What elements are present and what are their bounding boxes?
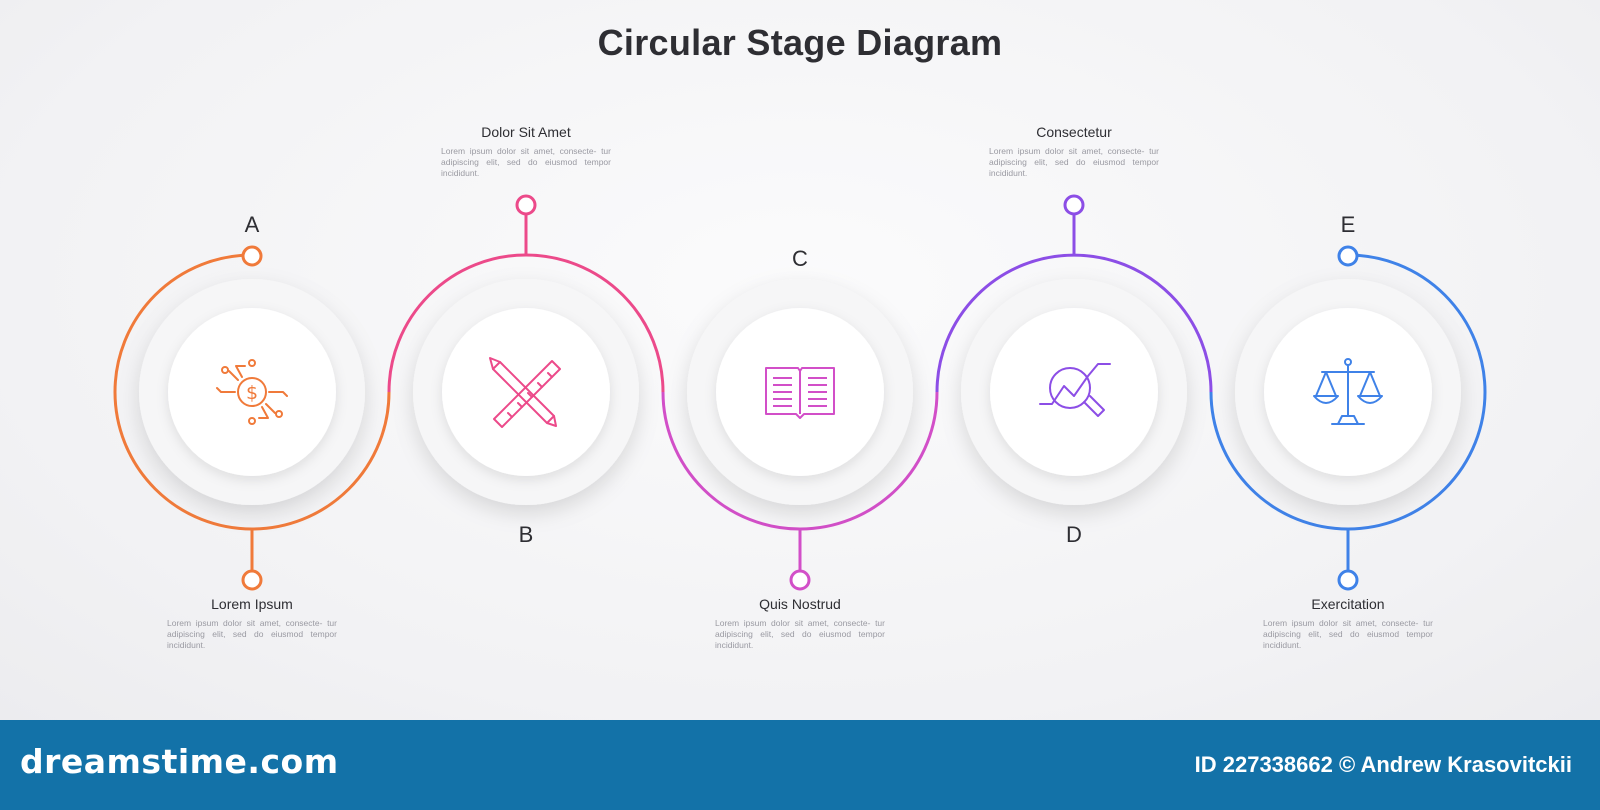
arc-b <box>387 253 665 393</box>
caption-text: Lorem ipsum dolor sit amet, consecte- tu… <box>441 146 611 178</box>
caption-title: Quis Nostrud <box>759 596 841 612</box>
footer-brand-logo: dreamstime.com <box>20 742 339 781</box>
caption-text: Lorem ipsum dolor sit amet, consecte- tu… <box>167 618 337 650</box>
dollar-coin-icon: $ <box>216 359 288 425</box>
open-book-icon <box>765 367 835 419</box>
stage-circle-d <box>961 279 1187 505</box>
diagram-canvas: Circular Stage Diagram <box>0 0 1600 720</box>
stage-circle-b <box>413 279 639 505</box>
caption-text: Lorem ipsum dolor sit amet, consecte- tu… <box>1263 618 1433 650</box>
page-title: Circular Stage Diagram <box>597 22 1003 63</box>
balance-scale-icon <box>1313 358 1383 425</box>
arc-d <box>935 253 1213 393</box>
caption-text: Lorem ipsum dolor sit amet, consecte- tu… <box>715 618 885 650</box>
caption-text: Lorem ipsum dolor sit amet, consecte- tu… <box>989 146 1159 178</box>
arc-e <box>1209 253 1487 531</box>
stage-diagram: $ <box>113 194 1487 591</box>
stage-letter-a: A <box>244 212 260 237</box>
caption-b: Dolor Sit Amet Lorem ipsum dolor sit ame… <box>441 124 611 179</box>
caption-title: Exercitation <box>1311 596 1385 612</box>
caption-d: Consectetur Lorem ipsum dolor sit amet, … <box>989 124 1159 179</box>
stage-letter-d: D <box>1066 522 1082 547</box>
marker-c <box>789 529 811 591</box>
marker-b <box>515 194 537 255</box>
stage-letter-b: B <box>518 522 534 547</box>
marker-e <box>1337 245 1359 591</box>
stage-letter-e: E <box>1340 212 1356 237</box>
stage-circle-a <box>139 279 365 505</box>
magnifier-chart-icon <box>1039 363 1111 417</box>
caption-title: Lorem Ipsum <box>211 596 293 612</box>
arc-a <box>113 253 391 531</box>
caption-title: Consectetur <box>1036 124 1112 140</box>
arc-c <box>661 391 939 531</box>
pencil-ruler-icon <box>489 357 561 428</box>
footer-bar: dreamstime.com ID 227338662 © Andrew Kra… <box>0 720 1600 810</box>
svg-text:$: $ <box>246 382 258 404</box>
footer-credit: ID 227338662 © Andrew Krasovitckii <box>1194 752 1572 777</box>
caption-c: Quis Nostrud Lorem ipsum dolor sit amet,… <box>715 596 885 651</box>
stage-letter-c: C <box>792 246 808 271</box>
caption-e: Exercitation Lorem ipsum dolor sit amet,… <box>1263 596 1433 651</box>
marker-a <box>241 245 263 591</box>
caption-title: Dolor Sit Amet <box>481 124 571 140</box>
caption-a: Lorem Ipsum Lorem ipsum dolor sit amet, … <box>167 596 337 651</box>
marker-d <box>1063 194 1085 255</box>
